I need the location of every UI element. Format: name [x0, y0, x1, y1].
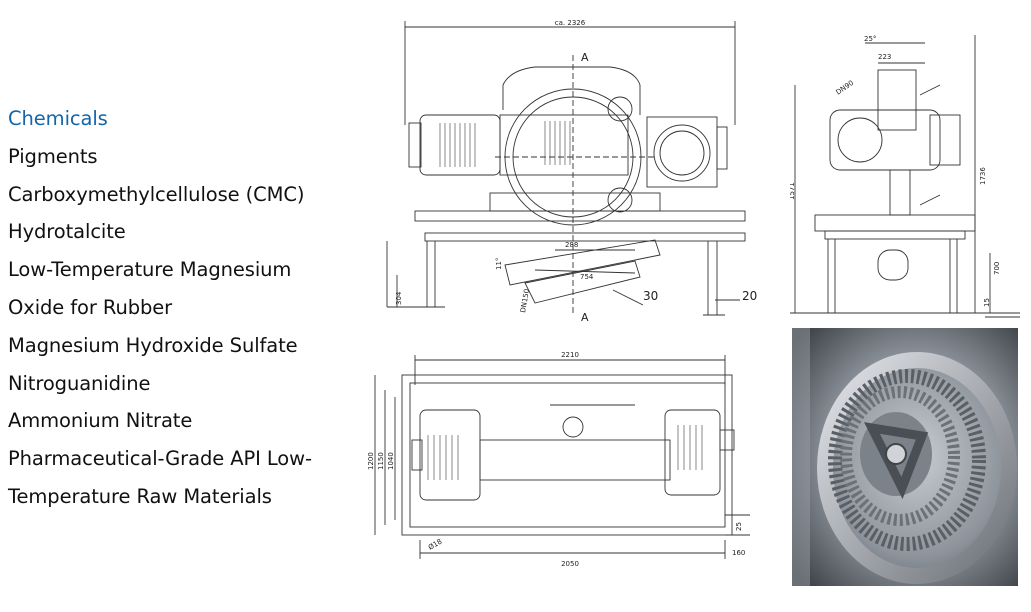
dim-angle: 11° [495, 258, 503, 270]
application-item: Nitroguanidine [8, 371, 151, 395]
dim-700: 700 [993, 262, 1001, 275]
dim-2050: 2050 [561, 560, 579, 568]
plan-view-drawing: 2210 2050 1200 1150 1040 25 160 Ø18 [367, 351, 750, 568]
dim-540: 540 [385, 272, 387, 285]
dim-2210: 2210 [561, 351, 579, 359]
application-item: Pigments [8, 144, 98, 168]
dim-1150: 1150 [377, 452, 385, 470]
dim-1040: 1040 [387, 452, 395, 470]
section-label-bottom: A [581, 311, 589, 324]
part-number-20: 20 [742, 289, 757, 303]
application-item: Pharmaceutical-Grade API Low- [8, 447, 312, 471]
dim-dn: DN150 [519, 288, 531, 313]
dim-hole: Ø18 [427, 538, 443, 552]
side-view-drawing: 25° 223 DN90 1571 1736 700 15 [790, 35, 1020, 318]
dim-288: 288 [565, 241, 578, 249]
dim-1736: 1736 [979, 167, 987, 185]
application-item: Temperature Raw Materials [8, 484, 272, 508]
application-item: Chemicals [8, 107, 108, 130]
dim-304: 304 [395, 291, 403, 305]
application-item: Hydrotalcite [8, 220, 126, 244]
application-item: Ammonium Nitrate [8, 409, 193, 433]
dim-side-angle: 25° [864, 35, 876, 43]
application-item: Oxide for Rubber [8, 295, 173, 319]
section-label-top: A [581, 51, 589, 64]
dim-25: 25 [735, 522, 743, 531]
application-item: Magnesium Hydroxide Sulfate [8, 333, 298, 357]
dim-160: 160 [732, 549, 745, 557]
application-item: Carboxymethylcellulose (CMC) [8, 182, 305, 206]
dim-15: 15 [983, 298, 991, 307]
application-item: Low-Temperature Magnesium [8, 258, 292, 282]
dim-223: 223 [878, 53, 891, 61]
mill-rotor-photo [792, 328, 1018, 586]
part-number-30: 30 [643, 289, 658, 303]
dim-1571: 1571 [790, 182, 796, 200]
dim-overall-width: ca. 2326 [555, 19, 586, 27]
dim-1200: 1200 [367, 452, 375, 470]
dim-754: 754 [580, 273, 594, 281]
front-view-drawing: ca. 2326 A A 288 754 540 304 11° DN150 3… [385, 19, 757, 324]
dim-side-dn: DN90 [835, 79, 856, 97]
